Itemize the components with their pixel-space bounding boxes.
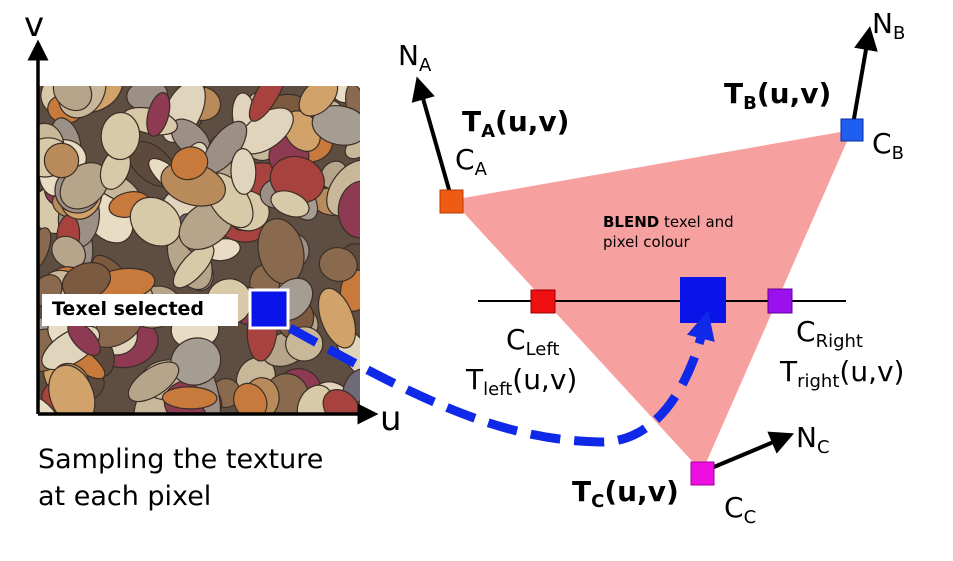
texture-image (38, 86, 360, 414)
vertex-c-color-label: CC (724, 491, 757, 528)
u-axis-label: u (380, 399, 402, 439)
pebble (43, 142, 80, 179)
pebble (318, 246, 358, 283)
pebble (127, 361, 180, 403)
pebble (146, 92, 171, 137)
pebble (38, 393, 62, 414)
pebble (270, 190, 310, 218)
selected-texel (248, 288, 290, 330)
right-edge-swatch (767, 288, 793, 314)
vertex-a-swatch (439, 189, 464, 214)
normal-a-label: NA (398, 39, 432, 76)
pebble (311, 105, 360, 146)
left-color-label: CLeft (506, 323, 560, 360)
pebble (322, 389, 360, 414)
v-axis-label: v (24, 5, 45, 45)
pebble (317, 287, 357, 349)
pebble (100, 111, 141, 161)
normal-b-label: NB (872, 7, 906, 44)
pebble (233, 382, 268, 414)
normal-c-arrow (701, 431, 795, 474)
pebble (161, 386, 218, 410)
vertex-c-tex-label: TC(u,v) (572, 475, 679, 512)
pebble (337, 180, 360, 239)
texel-selected-text: Texel selected (52, 298, 205, 320)
right-tex-label: Tright(u,v) (780, 355, 905, 392)
pebble (230, 148, 257, 195)
left-edge-swatch (530, 289, 556, 314)
vertex-a-color-label: CA (455, 143, 487, 180)
blended-pixel (680, 277, 726, 323)
vertex-a-tex-label: TA(u,v) (462, 105, 570, 142)
pebble (48, 364, 96, 414)
normal-a-arrow (411, 76, 454, 201)
normal-b-arrow (850, 26, 878, 131)
left-tex-label: Tleft(u,v) (466, 363, 578, 400)
texture-caption-line2: at each pixel (38, 481, 212, 512)
texel-selected-label (42, 294, 238, 326)
pebble (129, 196, 182, 247)
pebble (248, 86, 287, 122)
pebble (298, 86, 339, 117)
normal-c-label: NC (796, 421, 830, 458)
sampling-path (287, 310, 715, 447)
texture-caption-line1: Sampling the texture (38, 444, 324, 475)
vertex-b-color-label: CB (872, 127, 904, 164)
pebble (170, 146, 209, 181)
pebble (52, 86, 93, 112)
right-color-label: CRight (796, 315, 863, 352)
vertex-b-tex-label: TB(u,v) (724, 77, 832, 114)
vertex-b-swatch (840, 118, 864, 142)
vertex-c-swatch (690, 461, 715, 486)
pebble (51, 235, 86, 269)
